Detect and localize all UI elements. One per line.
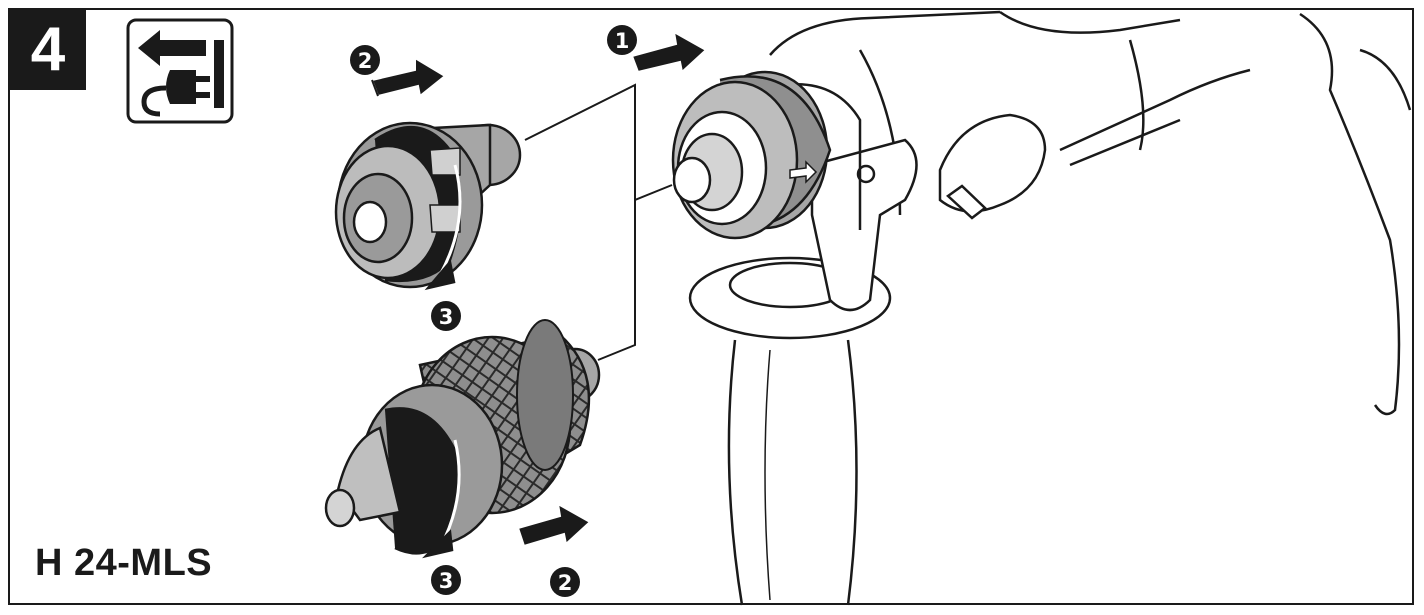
- callout-number: 3: [439, 305, 454, 329]
- model-label: H 24-MLS: [35, 542, 213, 584]
- callout-upper-step-3: 3: [431, 301, 461, 331]
- callout-number: 1: [615, 29, 630, 53]
- callout-upper-step-2: 2: [350, 45, 380, 75]
- callout-number: 2: [358, 49, 373, 73]
- upper-chuck: [334, 121, 522, 291]
- leader-lines: [524, 83, 673, 361]
- lower-chuck: [324, 319, 601, 559]
- callout-number: 3: [439, 569, 454, 593]
- unplug-power-icon: [126, 18, 234, 124]
- figure-frame: [8, 8, 1414, 605]
- drill-body: [688, 10, 1412, 606]
- drill-tool-holder: [671, 70, 832, 240]
- callout-drill-step-1: 1: [607, 25, 637, 55]
- step-number: 4: [10, 10, 86, 90]
- push-arrows: [370, 30, 708, 548]
- callout-lower-step-3: 3: [431, 565, 461, 595]
- callout-number: 2: [558, 571, 573, 595]
- callout-lower-step-2: 2: [550, 567, 580, 597]
